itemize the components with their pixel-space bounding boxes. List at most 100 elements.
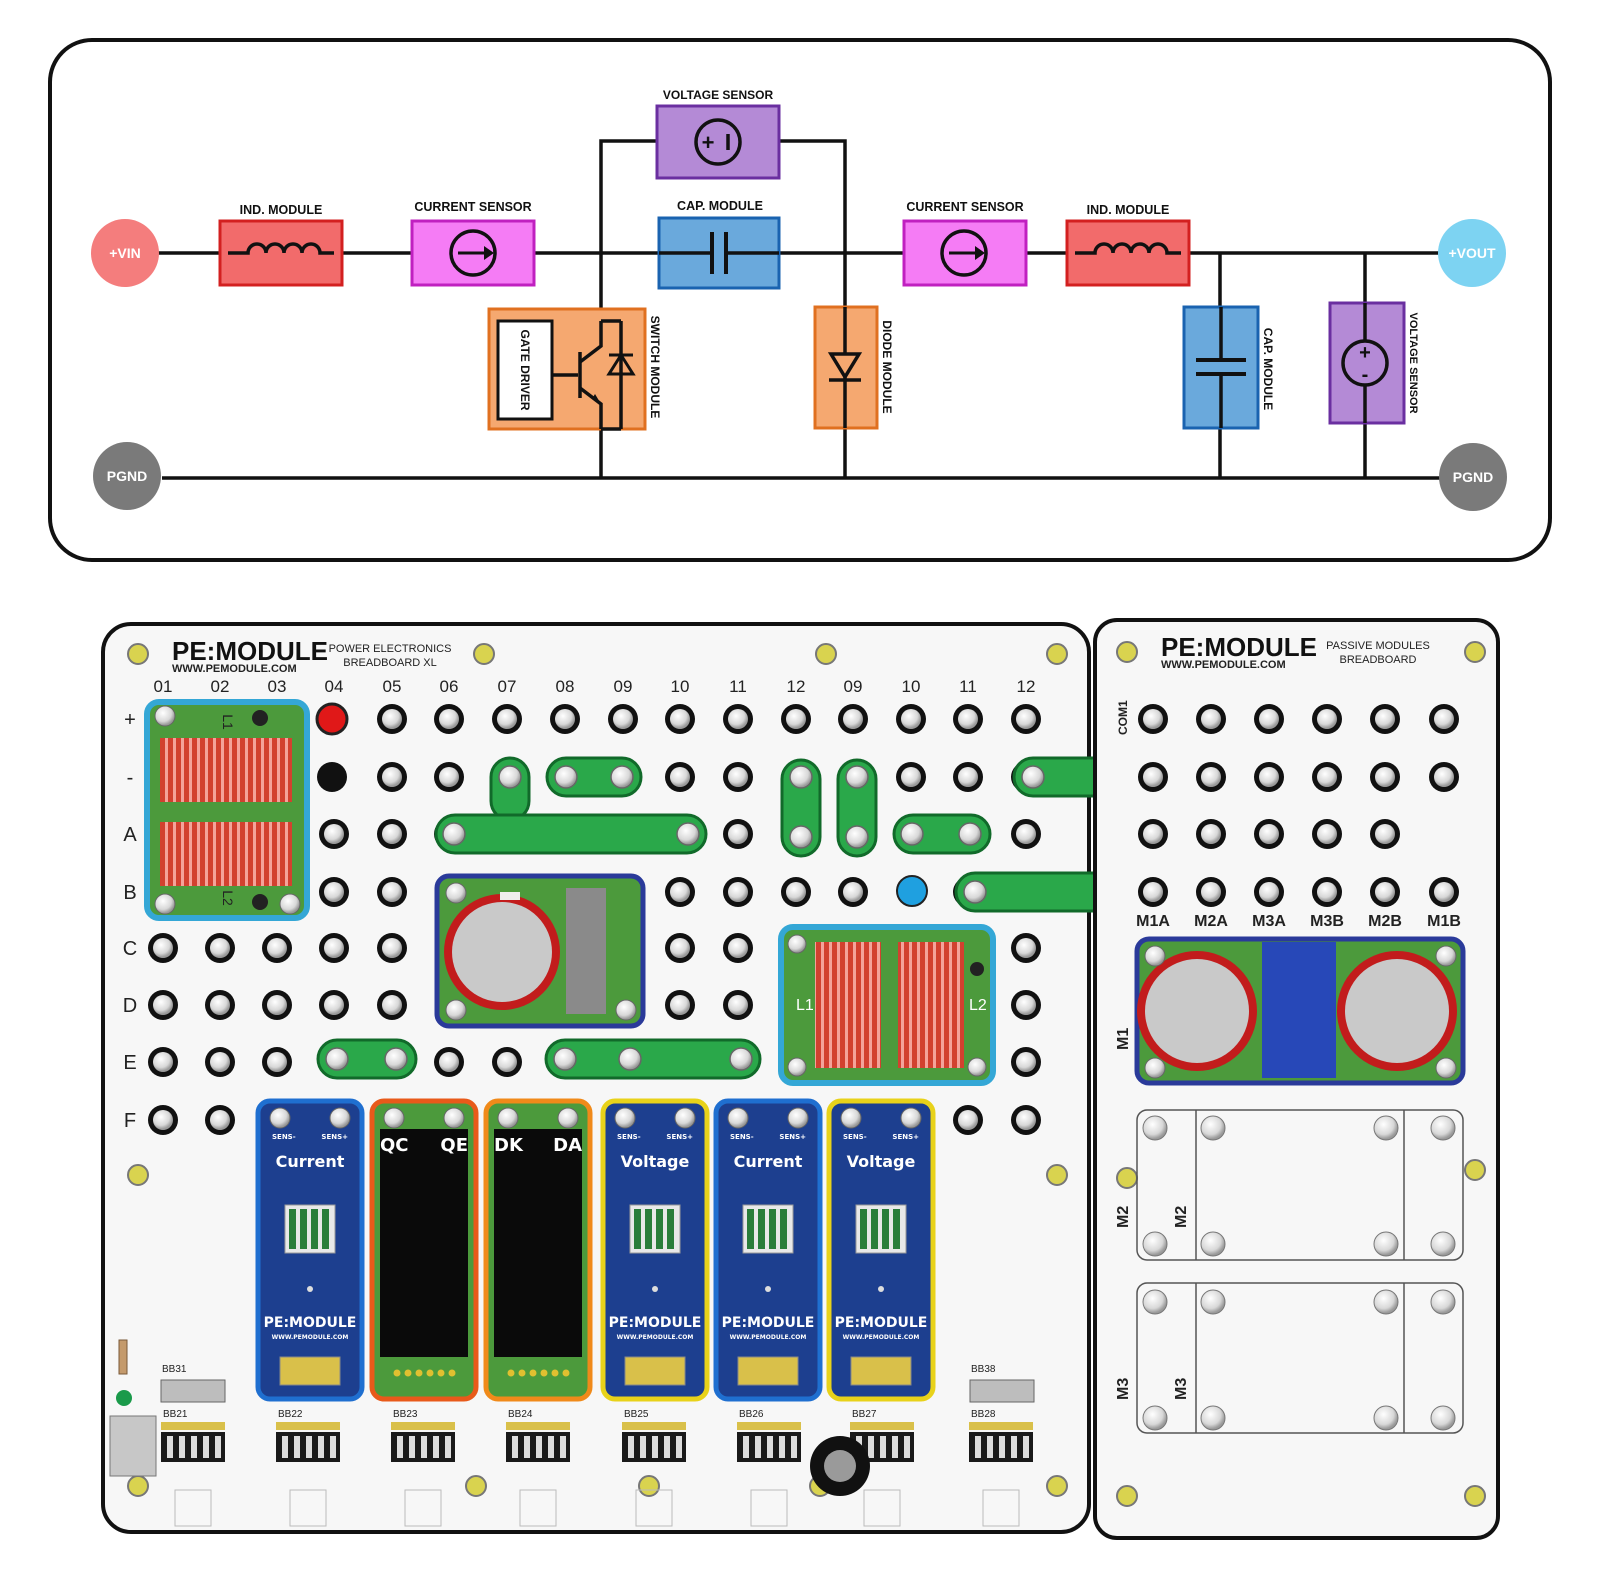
- connector-label: BB22: [278, 1409, 303, 1420]
- vin-terminal: [91, 219, 159, 287]
- column-label: 01: [154, 677, 173, 696]
- hole-screw: [210, 995, 230, 1015]
- diode-icon: [827, 352, 863, 381]
- plugin-modules: SENS-SENS+CurrentPE:MODULEWWW.PEMODULE.C…: [255, 1098, 936, 1402]
- hole-screw: [324, 882, 344, 902]
- connector-header: BB27: [850, 1409, 914, 1527]
- dual-inductor-module-left: L1 L2: [144, 699, 310, 921]
- jumper-link: [544, 1038, 762, 1080]
- freewheel-diode-icon: [606, 352, 636, 376]
- jumper-link: [434, 813, 708, 855]
- hole-screw: [382, 709, 402, 729]
- hole-screw: [439, 767, 459, 787]
- xl-brand-logo: PE:MODULE: [172, 636, 328, 666]
- passive-url: WWW.PEMODULE.COM: [1161, 659, 1286, 671]
- current-sensor-2-label: CURRENT SENSOR: [906, 200, 1023, 214]
- column-label: 11: [729, 677, 747, 696]
- voltage-sensor-out-label: VOLTAGE SENSOR: [1407, 312, 1419, 413]
- row-label: E: [123, 1052, 136, 1074]
- column-label: 04: [325, 677, 344, 696]
- hole-screw: [843, 882, 863, 902]
- module-title: Current: [734, 1152, 803, 1171]
- xl-url: WWW.PEMODULE.COM: [172, 663, 297, 675]
- current-source-icon: [449, 229, 497, 277]
- hole-screw: [728, 709, 748, 729]
- column-label: 07: [498, 677, 517, 696]
- voltage-sensor-top-label: VOLTAGE SENSOR: [663, 88, 774, 102]
- vin-label: +VIN: [109, 245, 141, 261]
- hole-screw: [1016, 1110, 1036, 1130]
- passive-modules-board: PE:MODULE WWW.PEMODULE.COM PASSIVE MODUL…: [1093, 618, 1500, 1540]
- hole-screw: [1016, 709, 1036, 729]
- dual-inductor-module-right: L1 L2: [778, 924, 996, 1086]
- hole-screw: [728, 995, 748, 1015]
- voltage-sensor-output: + - VOLTAGE SENSOR: [1328, 301, 1419, 425]
- hole-screw: [670, 767, 690, 787]
- pgnd-left-label: PGND: [107, 468, 147, 484]
- m2-label-left: M2: [1115, 1206, 1132, 1228]
- module-brand: PE:MODULE: [722, 1315, 815, 1331]
- passive-pin-label: M1A: [1136, 913, 1170, 930]
- hole-screw: [382, 882, 402, 902]
- plugin-module: SENS-SENS+CurrentPE:MODULEWWW.PEMODULE.C…: [713, 1098, 823, 1402]
- row-label: -: [127, 767, 134, 789]
- module-url: WWW.PEMODULE.COM: [272, 1334, 349, 1341]
- hole-screw: [153, 938, 173, 958]
- connector-header: BB26: [737, 1409, 801, 1527]
- inductor-coil: [160, 738, 292, 802]
- voltage-source-icon: [1341, 339, 1389, 387]
- column-label: 10: [902, 677, 921, 696]
- hole-screw: [958, 1110, 978, 1130]
- connector-label: BB28: [971, 1409, 996, 1420]
- hole-screw: [382, 824, 402, 844]
- inductor-coil: [160, 822, 292, 886]
- connector-label: BB21: [163, 1409, 188, 1420]
- inductor-coil: [815, 942, 881, 1068]
- com1-label: COM1: [1116, 700, 1130, 735]
- hole-screw: [1016, 995, 1036, 1015]
- hole-screw: [497, 1052, 517, 1072]
- row-label: +: [124, 709, 136, 731]
- svg-text:+: +: [1359, 342, 1371, 364]
- connector-label: BB27: [852, 1409, 877, 1420]
- switch-module: GATE DRIVER SWITCH MODULE: [487, 307, 662, 431]
- cap-module-out-label: CAP. MODULE: [1261, 328, 1275, 410]
- column-label: 09: [844, 677, 863, 696]
- connector-header: BB28: [969, 1409, 1033, 1527]
- connector-header: BB22: [276, 1409, 340, 1527]
- pgnd-terminal-left: [93, 442, 161, 510]
- hole-screw: [324, 824, 344, 844]
- m2-slot: [1136, 1109, 1464, 1261]
- slot-mount-holes: [1142, 1115, 1456, 1431]
- current-sensor-1-label: CURRENT SENSOR: [414, 200, 531, 214]
- hole-screw: [497, 709, 517, 729]
- hole-screw: [728, 767, 748, 787]
- connector-header: BB25: [622, 1409, 686, 1527]
- module-brand: PE:MODULE: [835, 1315, 928, 1331]
- pin-label: DA: [553, 1135, 582, 1156]
- row-label: B: [123, 882, 136, 904]
- row-label: A: [123, 824, 137, 846]
- bb31-header: BB31: [160, 1364, 226, 1403]
- pin-label: SENS-: [730, 1133, 754, 1141]
- hole-screw: [382, 938, 402, 958]
- inductor-module-1: IND. MODULE: [218, 203, 344, 287]
- m2-label-right: M2: [1173, 1206, 1190, 1228]
- passive-pin-label: M2A: [1194, 913, 1228, 930]
- current-sensor-1: CURRENT SENSOR: [410, 200, 536, 287]
- connector-header: BB21: [161, 1409, 225, 1527]
- xl-subtitle-2: BREADBOARD XL: [343, 657, 437, 669]
- passive-pin-label: M2B: [1368, 913, 1402, 930]
- column-label: 03: [268, 677, 287, 696]
- hole-screw: [267, 938, 287, 958]
- cap-module-series: CAP. MODULE: [657, 199, 781, 290]
- hole-screw: [1016, 824, 1036, 844]
- cap-module-series-label: CAP. MODULE: [677, 199, 763, 213]
- red-plus-hole: [315, 702, 349, 736]
- plugin-module: SENS-SENS+VoltagePE:MODULEWWW.PEMODULE.C…: [826, 1098, 936, 1402]
- hole-screw: [670, 938, 690, 958]
